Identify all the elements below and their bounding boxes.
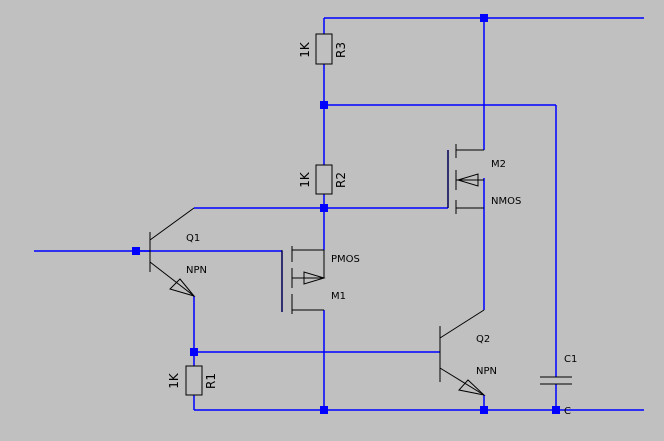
resistor-r3-body	[315, 33, 333, 65]
resistor-r3-name: R3	[334, 42, 348, 58]
m2-type: NMOS	[491, 196, 521, 207]
capacitor-c1[interactable]: C1	[540, 354, 577, 385]
resistor-r3-value: 1K	[298, 41, 312, 58]
q2-emitter-arrow	[458, 379, 486, 396]
net-label-c: C	[564, 406, 571, 417]
c1-name: C1	[564, 354, 577, 365]
m1-name: M1	[331, 291, 346, 302]
q1-emitter-arrow	[169, 278, 196, 297]
junction-c1-bottom	[552, 406, 560, 414]
junction-r3-r2	[320, 101, 328, 109]
junction-q1-emitter	[190, 348, 198, 356]
resistor-r3[interactable]: 1K R3	[298, 33, 348, 65]
junction-top-rail	[480, 14, 488, 22]
transistor-q1[interactable]: Q1 NPN	[149, 207, 207, 297]
q2-name: Q2	[476, 334, 490, 345]
resistor-r1-value: 1K	[167, 372, 181, 389]
q1-name: Q1	[186, 233, 200, 244]
resistor-r1-name: R1	[204, 373, 218, 389]
resistor-r1-body	[185, 365, 203, 396]
m1-type: PMOS	[331, 254, 360, 265]
m2-body-arrow	[456, 173, 479, 187]
q1-emitter	[149, 261, 195, 297]
mosfet-m1[interactable]: PMOS M1	[281, 246, 360, 314]
junction-r2-bottom	[320, 204, 328, 212]
junction-m1-bottom	[320, 406, 328, 414]
junctions	[132, 14, 560, 414]
junction-q2-emitter	[480, 406, 488, 414]
resistor-r2-value: 1K	[298, 171, 312, 188]
resistor-r2-name: R2	[334, 172, 348, 188]
m2-name: M2	[491, 159, 506, 170]
q2-emitter	[439, 367, 485, 396]
resistor-r2-body	[315, 164, 333, 195]
mosfet-m2[interactable]: M2 NMOS	[447, 144, 521, 214]
q2-type: NPN	[476, 366, 497, 377]
resistor-r2[interactable]: 1K R2	[298, 164, 348, 195]
q1-collector	[149, 207, 195, 241]
q2-collector	[439, 309, 485, 339]
q1-type: NPN	[186, 265, 207, 276]
transistor-q2[interactable]: Q2 NPN	[439, 309, 497, 396]
resistor-r1[interactable]: 1K R1	[167, 365, 218, 396]
wires	[34, 17, 644, 411]
m1-body-arrow	[303, 271, 326, 285]
junction-q1-base	[132, 247, 140, 255]
